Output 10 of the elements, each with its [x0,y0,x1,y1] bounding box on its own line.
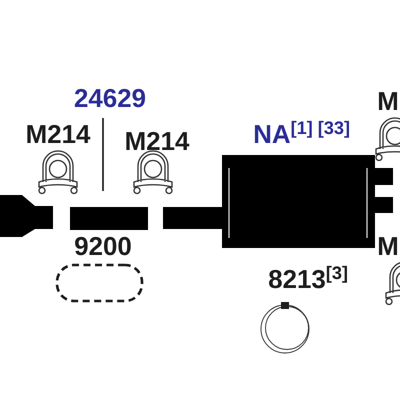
part-number: NA$^{[1] [33]}$ [254,120,349,143]
exhaust-pipe [70,207,148,230]
part-number: 9200 [75,236,131,256]
dashed-outline [56,264,144,302]
part-number: M [378,92,398,110]
part-number: 24629 [74,88,146,108]
part-number: M214 [126,132,190,150]
part-number: M [378,237,398,255]
part-number: M214 [27,124,90,143]
part-number: 8213$^{[3]}$ [269,266,347,288]
